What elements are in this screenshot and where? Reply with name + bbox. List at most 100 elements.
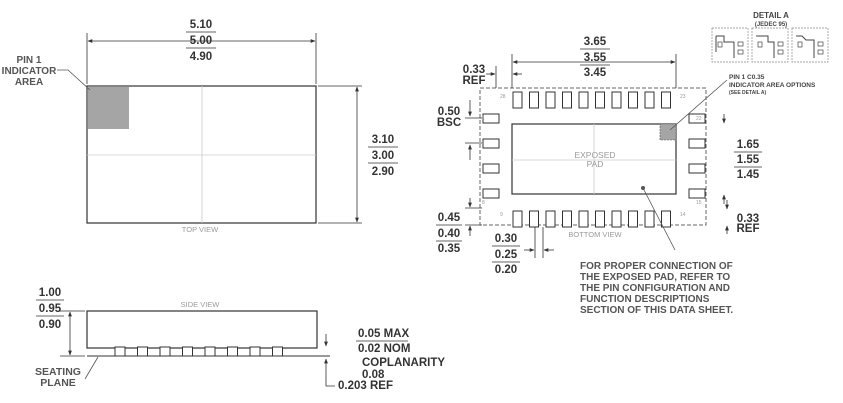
side-view-lead <box>182 346 193 357</box>
bottom-lead-top <box>545 91 556 109</box>
pin1-options-line2: INDICATOR AREA OPTIONS <box>729 82 816 89</box>
detail-a-option-2-lead-a <box>757 41 763 48</box>
ref-top-value: 0.33 <box>463 64 485 76</box>
bottom-lead-bottom <box>529 210 539 228</box>
bottom-lead-top <box>644 91 655 109</box>
exposed-pad-note: FOR PROPER CONNECTION OF THE EXPOSED PAD… <box>580 261 733 316</box>
bottom-lead-top <box>578 91 589 109</box>
detail-a-option-1-lead-b <box>737 41 744 47</box>
pin-number-9: 9 <box>500 212 503 218</box>
note-line-3: THE PIN CONFIGURATION AND <box>580 283 730 294</box>
bottom-lead-top <box>595 91 605 109</box>
exposed-pad-label-2: PAD <box>587 159 604 169</box>
top-height-min: 2.90 <box>372 166 394 178</box>
top-height-max: 3.10 <box>372 134 394 146</box>
bottom-lead-right <box>688 113 706 124</box>
standoff-leader <box>325 372 335 387</box>
bottom-lead-bottom <box>545 210 556 228</box>
bottom-lead-left <box>482 188 500 199</box>
detail-a-option-2 <box>751 27 789 63</box>
bottom-lead-top <box>512 91 523 109</box>
bottom-lead-bottom <box>595 210 605 228</box>
bottom-lead-right <box>688 163 706 174</box>
seating-plane-line2: PLANE <box>40 377 76 389</box>
pin1-options-line1: PIN 1 C0.35 <box>729 74 765 81</box>
detail-a-option-3 <box>791 27 829 63</box>
note-line-4: FUNCTION DESCRIPTIONS <box>580 294 710 305</box>
top-width-min: 4.90 <box>190 51 212 63</box>
lead-length-max: 0.45 <box>438 212 461 224</box>
bottom-lead-bottom <box>644 210 655 228</box>
detail-a-option-3-lead-c <box>817 49 824 55</box>
pitch-value: 0.50 <box>438 106 460 118</box>
detail-a-option-1-frame <box>711 27 749 63</box>
detail-a-option-1-lead-a <box>717 41 723 48</box>
bottom-lead-right <box>688 138 706 149</box>
detail-a-option-2-frame <box>751 27 789 63</box>
ref-top-label: REF <box>463 75 486 87</box>
side-view-lead <box>272 346 283 357</box>
top-height-nom: 3.00 <box>372 150 394 162</box>
seating-plane-line1: SEATING <box>35 366 81 378</box>
note-line-5: SECTION OF THIS DATA SHEET. <box>580 305 733 316</box>
top-width-max: 5.10 <box>190 19 212 31</box>
lead-width-min: 0.20 <box>495 264 517 276</box>
side-view-lead <box>114 346 126 357</box>
pin1-label-line1: PIN 1 <box>16 55 41 66</box>
bottom-lead-left <box>482 163 500 174</box>
bottom-lead-top <box>611 91 622 109</box>
lead-length-min: 0.35 <box>438 243 461 255</box>
bottom-view: EXPOSED PAD BOTTOM VIEW 28 23 1 22 8 9 1… <box>436 36 816 276</box>
bottom-lead-bottom <box>512 210 523 228</box>
pin-number-15: 15 <box>696 200 702 206</box>
side-height-nom: 0.95 <box>39 303 62 315</box>
lead-length-nom: 0.40 <box>438 228 460 240</box>
pin-number-22: 22 <box>696 116 702 122</box>
bottom-lead-bottom <box>578 210 589 228</box>
pad-width-min: 3.45 <box>584 67 607 79</box>
bottom-lead-bottom <box>661 210 671 228</box>
side-view-lead <box>159 346 171 357</box>
pin-number-1: 1 <box>482 116 485 122</box>
top-view-body <box>86 85 317 224</box>
pad-width-nom: 3.55 <box>584 52 607 64</box>
pin1-options-leader <box>669 79 728 131</box>
side-view-body <box>86 310 318 349</box>
bottom-lead-right <box>688 188 706 199</box>
side-height-min: 0.90 <box>39 319 61 331</box>
detail-a-option-3-lead-a <box>797 41 803 48</box>
side-height-max: 1.00 <box>39 287 61 299</box>
note-line-1: FOR PROPER CONNECTION OF <box>580 261 733 272</box>
pin-number-8: 8 <box>482 200 485 206</box>
detail-a-option-1-lead-c <box>737 49 744 55</box>
bottom-lead-top <box>529 91 539 109</box>
bottom-view-outline <box>479 87 707 226</box>
pin1-label-line2: INDICATOR <box>2 66 57 77</box>
bottom-lead-top <box>628 91 638 109</box>
pin-number-28: 28 <box>500 94 506 100</box>
bottom-view-leads <box>482 91 706 228</box>
detail-a-option-3-pin-shape <box>796 35 815 58</box>
pin1-indicator-area <box>88 87 129 129</box>
side-view-lead <box>249 346 261 357</box>
side-view: SIDE VIEW 1.00 0.95 0.90 0.05 MAX 0.02 N… <box>35 287 445 392</box>
top-view: TOP VIEW 5.10 5.00 4.90 3.10 3.00 2.90 P… <box>2 19 398 234</box>
lead-width-nom: 0.25 <box>495 249 518 261</box>
bottom-lead-bottom <box>562 210 572 228</box>
pad-height-nom: 1.55 <box>737 154 760 166</box>
bottom-lead-bottom <box>628 210 638 228</box>
note-line-2: THE EXPOSED PAD, REFER TO <box>580 272 730 283</box>
side-view-lead <box>137 346 148 357</box>
note-leader-dot <box>641 186 645 190</box>
detail-a-option-3-lead-b <box>817 41 824 47</box>
coplanarity-label: COPLANARITY <box>362 357 445 369</box>
bottom-view-caption: BOTTOM VIEW <box>568 230 622 239</box>
note-leader <box>642 187 676 251</box>
detail-a-option-1-pin-shape <box>715 35 735 58</box>
pad-width-max: 3.65 <box>584 36 607 48</box>
ref-right-value: 0.33 <box>737 213 759 225</box>
pad-height-max: 1.65 <box>737 139 760 151</box>
side-view-caption: SIDE VIEW <box>181 300 221 309</box>
pitch-label: BSC <box>437 117 461 129</box>
